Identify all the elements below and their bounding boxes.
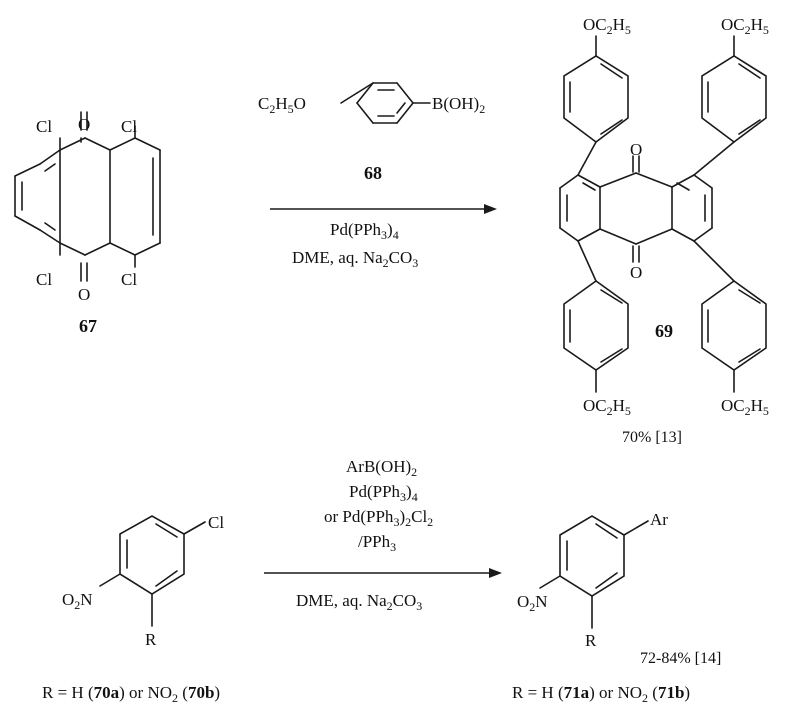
r-group-label: R (145, 630, 157, 649)
catalyst-label: Pd(PPh3)4 (330, 220, 399, 242)
carbonyl-oxygen-label: O (78, 115, 90, 134)
cl-label: Cl (36, 117, 52, 136)
cl-label: Cl (121, 270, 137, 289)
compound-70-caption: R = H (70a) or NO2 (70b) (42, 683, 220, 705)
compound-68-number: 68 (364, 163, 382, 183)
boronic-acid-label: ArB(OH)2 (346, 457, 417, 479)
yield-label: 72-84% [14] (640, 650, 721, 667)
solvent-label: DME, aq. Na2CO3 (292, 248, 418, 270)
cl-label: Cl (208, 513, 224, 532)
nitro-group-label: O2N (62, 590, 93, 612)
arrowhead (489, 568, 502, 578)
compound-67-structure (14, 111, 161, 282)
carbonyl-oxygen-label: O (630, 140, 642, 159)
boronic-acid-label: B(OH)2 (432, 94, 485, 116)
compound-70-structure (99, 515, 206, 627)
yield-label: 70% [13] (622, 429, 682, 446)
compound-67-number: 67 (79, 316, 97, 336)
solvent-label: DME, aq. Na2CO3 (296, 591, 422, 613)
compound-69-structure (559, 35, 767, 393)
ethoxy-label: OC2H5 (721, 15, 769, 37)
compound-71-caption: R = H (71a) or NO2 (71b) (512, 683, 690, 705)
cl-label: Cl (121, 117, 137, 136)
nitro-group-label: O2N (517, 592, 548, 614)
ethoxy-label: OC2H5 (583, 15, 631, 37)
carbonyl-oxygen-label: O (78, 285, 90, 304)
ligand-label: /PPh3 (358, 532, 396, 554)
ethoxy-label: OC2H5 (583, 396, 631, 418)
ethoxy-label: OC2H5 (721, 396, 769, 418)
aryl-group-label: Ar (650, 510, 668, 529)
compound-68-structure (340, 82, 431, 124)
r-group-label: R (585, 631, 597, 650)
arrowhead (484, 204, 497, 214)
compound-69-number: 69 (655, 321, 673, 341)
cl-label: Cl (36, 270, 52, 289)
compound-71-structure (539, 515, 649, 629)
ethoxy-group-label: C2H5O (258, 94, 306, 116)
catalyst-label: Pd(PPh3)4 (349, 482, 418, 504)
alt-catalyst-label: or Pd(PPh3)2Cl2 (324, 507, 433, 529)
carbonyl-oxygen-label: O (630, 263, 642, 282)
